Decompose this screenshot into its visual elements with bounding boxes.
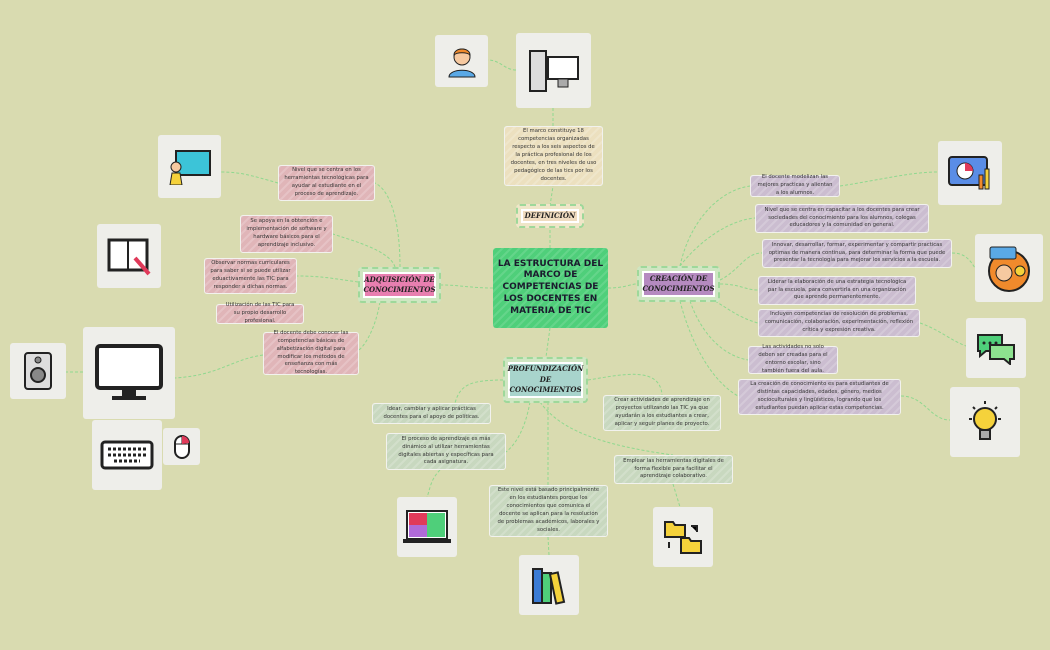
creacion-item[interactable]: Nivel que se centra en capacitar a los d… [755, 204, 929, 233]
desktop-computer-icon [516, 33, 591, 108]
creacion-item[interactable]: Liderar la elaboración de una estrategia… [758, 276, 916, 305]
profundizacion-item[interactable]: Emplear las herramientas digitales de fo… [614, 455, 733, 484]
teacher-board-icon [158, 135, 221, 198]
video-call-icon [397, 497, 457, 557]
idea-person-icon [975, 234, 1043, 302]
presentation-chart-icon [938, 141, 1002, 205]
definicion-label: DEFINICIÓN [521, 209, 579, 223]
adquisicion-item[interactable]: Se apoya en la obtención e implementació… [240, 215, 333, 253]
creacion-item[interactable]: Incluyen competencias de resolución de p… [758, 309, 920, 337]
adquisicion-item[interactable]: Observar normas curriculares para saber … [204, 258, 297, 294]
creacion-label: CREACIÓN DE CONOCIMIENTOS [642, 271, 715, 297]
speaker-icon [10, 343, 66, 399]
keyboard-icon [92, 420, 162, 490]
book-pencil-icon [97, 224, 161, 288]
books-icon [519, 555, 579, 615]
central-topic[interactable]: LA ESTRUCTURA DEL MARCO DE COMPETENCIAS … [493, 248, 608, 328]
adquisicion-item[interactable]: Nivel que se centra en los herramientas … [278, 165, 375, 201]
profundizacion-item[interactable]: Idear, cambiar y aplicar prácticas docen… [372, 403, 491, 424]
adquisicion-item[interactable]: El docente debe conocer las competencias… [263, 330, 359, 375]
adquisicion-topic[interactable]: ADQUISICIÓN DE CONOCIMIENTOS [358, 267, 441, 303]
profundizacion-item[interactable]: El proceso de aprendizaje es más dinámic… [386, 433, 506, 470]
profundizacion-topic[interactable]: PROFUNDIZACIÓN DE CONOCIMIENTOS [503, 357, 588, 403]
definicion-topic[interactable]: DEFINICIÓN [516, 204, 584, 228]
support-agent-icon [435, 35, 488, 87]
profundizacion-item[interactable]: Este nivel está basado principalmente en… [489, 485, 608, 537]
profundizacion-label: PROFUNDIZACIÓN DE CONOCIMIENTOS [508, 362, 583, 398]
adquisicion-label: ADQUISICIÓN DE CONOCIMIENTOS [363, 272, 436, 298]
creacion-topic[interactable]: CREACIÓN DE CONOCIMIENTOS [637, 266, 720, 302]
creacion-item[interactable]: Las actividades no solo deben ser creada… [748, 344, 838, 374]
monitor-icon [83, 327, 175, 419]
profundizacion-item[interactable]: Crear actividades de aprendizaje en proy… [603, 395, 721, 431]
definicion-text[interactable]: El marco constituye 18 competencias orga… [504, 126, 603, 186]
creacion-item[interactable]: La creación de conocimiento es para estu… [738, 379, 901, 415]
adquisicion-item[interactable]: Utilización de las TIC para su propio de… [216, 302, 304, 324]
mouse-icon [163, 428, 200, 465]
creacion-item[interactable]: El docente modelizan las mejores practic… [750, 174, 840, 197]
folders-transfer-icon [653, 507, 713, 567]
lightbulb-icon [950, 387, 1020, 457]
chat-bubbles-icon [966, 318, 1026, 378]
creacion-item[interactable]: Innovar, desarrollar, formar, experiment… [762, 239, 952, 268]
